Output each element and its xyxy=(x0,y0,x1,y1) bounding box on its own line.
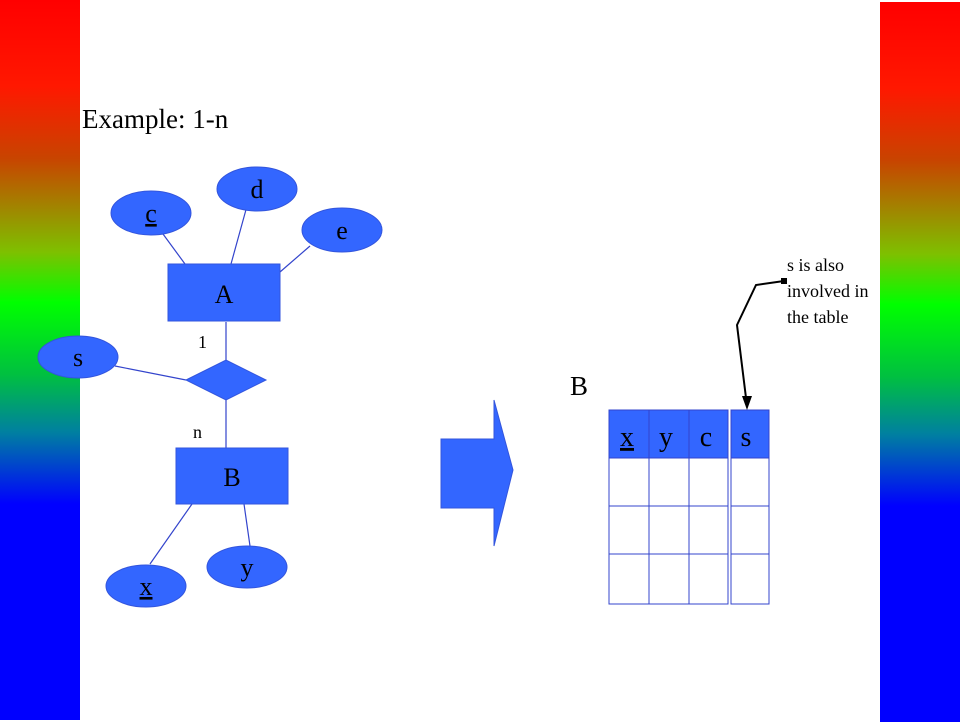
attr-d-label: d xyxy=(251,175,264,204)
table-cell xyxy=(608,457,650,507)
line-d-a xyxy=(230,205,248,265)
table-cell xyxy=(648,553,690,605)
attr-s-ellipse xyxy=(37,335,119,379)
entity-b-label: B xyxy=(223,463,240,492)
table-cell xyxy=(608,505,650,555)
slide-title: Example: 1-n xyxy=(82,104,229,134)
transform-arrow xyxy=(440,399,514,547)
entity-a-box xyxy=(167,263,281,322)
table-col-c: c xyxy=(700,422,712,453)
attr-e-label: e xyxy=(336,216,348,245)
table-col-y: y xyxy=(659,422,673,453)
attr-s-label: s xyxy=(73,343,83,372)
entity-b-box xyxy=(175,447,289,505)
annotation-anchor xyxy=(781,278,787,284)
cardinality-one: 1 xyxy=(198,332,207,352)
connector-lines xyxy=(114,205,311,565)
attr-x-label: x xyxy=(140,572,153,601)
table-header-cell xyxy=(730,409,770,459)
annotation-arrowhead xyxy=(742,396,752,410)
table-cell xyxy=(688,553,729,605)
table-cell xyxy=(730,457,770,507)
right-gradient-bar xyxy=(880,2,960,722)
annotation-line xyxy=(735,280,785,407)
line-e-a xyxy=(279,245,311,273)
table-cell xyxy=(608,553,650,605)
entity-a-label: A xyxy=(215,280,234,309)
table-cell xyxy=(688,505,729,555)
line-b-x xyxy=(149,503,193,565)
table-header-cell xyxy=(688,409,729,459)
table-cell xyxy=(648,457,690,507)
attr-c-label: c xyxy=(145,199,157,228)
attr-d-ellipse xyxy=(216,166,298,212)
table-cell xyxy=(730,553,770,605)
table-col-x: x xyxy=(620,422,634,453)
attr-y-label: y xyxy=(241,553,254,582)
line-s-rel xyxy=(114,365,187,381)
table-cell xyxy=(648,505,690,555)
table-cell xyxy=(730,505,770,555)
table-title: B xyxy=(570,371,589,401)
line-b-y xyxy=(243,503,251,547)
relationship-diamond xyxy=(184,359,268,401)
attr-e-ellipse xyxy=(301,207,383,253)
table-cell xyxy=(688,457,729,507)
attr-x-ellipse xyxy=(105,564,187,608)
relation-table xyxy=(608,409,770,605)
table-col-s: s xyxy=(741,422,752,453)
line-c-a xyxy=(162,233,186,265)
cardinality-many: n xyxy=(193,422,202,442)
attr-y-ellipse xyxy=(206,545,288,589)
table-header-cell xyxy=(608,409,650,459)
attr-c-ellipse xyxy=(110,190,192,236)
annotation-note: s is also involved in the table xyxy=(787,255,869,327)
